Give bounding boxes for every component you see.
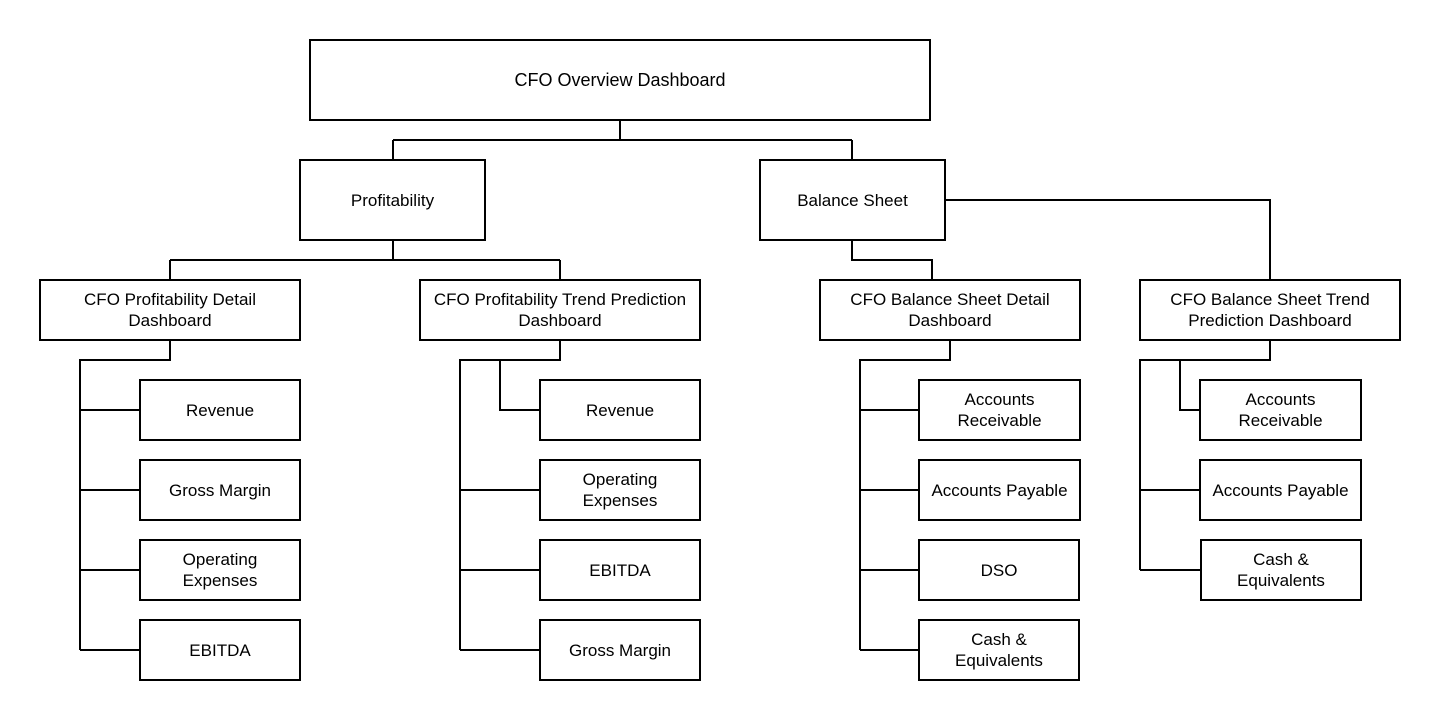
connector-bal-trend-list (1139, 340, 1271, 571)
node-label: Gross Margin (568, 640, 672, 660)
metric-node[interactable]: Accounts Payable (918, 459, 1081, 521)
metric-node[interactable]: EBITDA (139, 619, 301, 681)
profitability-node[interactable]: Profitability (299, 159, 486, 241)
metric-node[interactable]: Revenue (139, 379, 301, 441)
profitability-trend-dashboard-node[interactable]: CFO Profitability Trend Prediction Dashb… (419, 279, 701, 341)
connector-profitability (169, 240, 561, 280)
node-label: CFO Profitability Detail Dashboard (84, 290, 256, 330)
node-label: EBITDA (589, 560, 651, 580)
profitability-detail-dashboard-node[interactable]: CFO Profitability Detail Dashboard (39, 279, 301, 341)
balance-sheet-trend-dashboard-node[interactable]: CFO Balance Sheet Trend Prediction Dashb… (1139, 279, 1401, 341)
metric-node[interactable]: Operating Expenses (139, 539, 301, 601)
node-label: Cash & Equivalents (955, 630, 1043, 670)
node-label: Accounts Payable (1212, 480, 1349, 500)
node-label: Accounts Payable (931, 480, 1068, 500)
node-label: Balance Sheet (797, 190, 908, 210)
metric-node[interactable]: Cash & Equivalents (1200, 539, 1362, 601)
node-label: Operating Expenses (582, 470, 658, 510)
node-label: Cash & Equivalents (1237, 550, 1325, 590)
connector-bal-detail-list (859, 340, 951, 651)
connector-root (392, 120, 853, 160)
metric-node[interactable]: Revenue (539, 379, 701, 441)
connector-prof-trend-list (459, 340, 561, 651)
node-label: Gross Margin (168, 480, 272, 500)
metric-node[interactable]: Gross Margin (539, 619, 701, 681)
node-label: Revenue (585, 400, 655, 420)
cfo-overview-dashboard-node[interactable]: CFO Overview Dashboard (309, 39, 931, 121)
metric-node[interactable]: DSO (918, 539, 1080, 601)
metric-node[interactable]: Cash & Equivalents (918, 619, 1080, 681)
node-label: Profitability (350, 190, 435, 210)
node-label: CFO Overview Dashboard (514, 69, 726, 90)
metric-node[interactable]: Accounts Payable (1199, 459, 1362, 521)
node-label: DSO (980, 560, 1018, 580)
connector-prof-detail-list (79, 340, 171, 651)
node-label: Accounts Receivable (1238, 390, 1323, 430)
node-label: Revenue (185, 400, 255, 420)
metric-node[interactable]: Accounts Receivable (918, 379, 1081, 441)
node-label: CFO Balance Sheet Detail Dashboard (850, 290, 1050, 330)
metric-node[interactable]: EBITDA (539, 539, 701, 601)
node-label: Operating Expenses (182, 550, 258, 590)
connector-balance-sheet (851, 199, 1271, 280)
balance-sheet-node[interactable]: Balance Sheet (759, 159, 946, 241)
metric-node[interactable]: Gross Margin (139, 459, 301, 521)
node-label: CFO Balance Sheet Trend Prediction Dashb… (1170, 290, 1370, 330)
node-label: CFO Profitability Trend Prediction Dashb… (433, 290, 687, 330)
metric-node[interactable]: Operating Expenses (539, 459, 701, 521)
node-label: EBITDA (189, 640, 251, 660)
metric-node[interactable]: Accounts Receivable (1199, 379, 1362, 441)
balance-sheet-detail-dashboard-node[interactable]: CFO Balance Sheet Detail Dashboard (819, 279, 1081, 341)
node-label: Accounts Receivable (957, 390, 1042, 430)
